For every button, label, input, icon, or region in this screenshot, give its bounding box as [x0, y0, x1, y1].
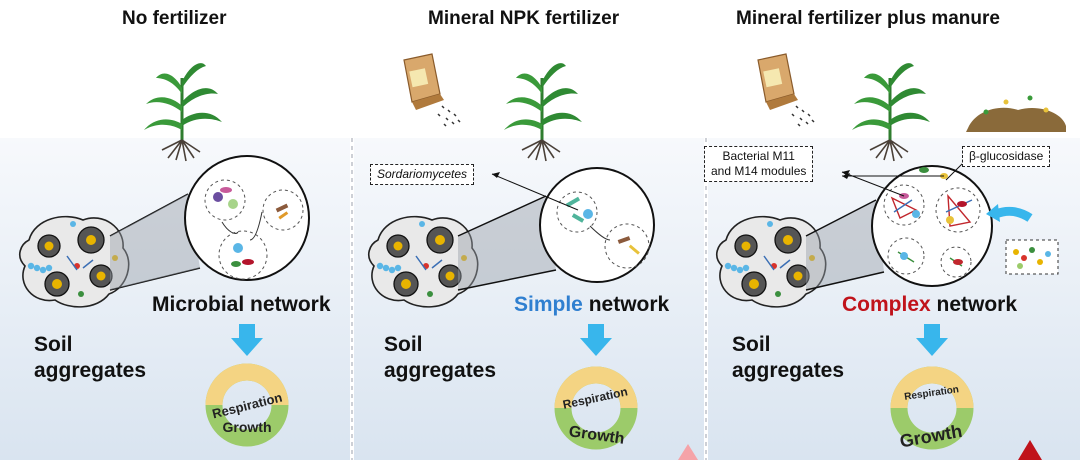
bacterial-modules-callout: Bacterial M11 and M14 modules: [704, 146, 814, 182]
network-label: Microbial network: [152, 293, 331, 317]
callout-line: and M14 modules: [711, 164, 807, 178]
network-suffix: Microbial network: [152, 293, 331, 316]
growth-label: Growth: [223, 419, 272, 435]
soil-aggregates-label: Soil aggregates: [732, 332, 844, 384]
soil-line: Soil: [732, 333, 771, 356]
panel-title: Mineral NPK fertilizer: [428, 8, 620, 29]
network-prefix: Complex: [842, 293, 931, 316]
network-suffix: network: [582, 293, 670, 316]
callout-line: Bacterial M11: [722, 149, 795, 163]
sordariomycetes-callout: Sordariomycetes: [370, 164, 475, 185]
glucosidase-callout: β-glucosidase: [962, 146, 1051, 167]
soil-line: aggregates: [384, 359, 497, 382]
soil-aggregates-label: Soil aggregates: [34, 332, 146, 384]
soil-line: aggregates: [732, 359, 845, 382]
soil-line: Soil: [384, 333, 423, 356]
panel-title: No fertilizer: [122, 8, 227, 29]
soil-aggregates-label: Soil aggregates: [384, 332, 496, 384]
network-suffix: network: [930, 293, 1018, 316]
panel-title: Mineral fertilizer plus manure: [736, 8, 1000, 29]
soil-line: Soil: [34, 333, 73, 356]
network-prefix: Simple: [514, 293, 583, 316]
network-label: Simple network: [514, 293, 669, 317]
soil-line: aggregates: [34, 359, 147, 382]
network-label: Complex network: [842, 293, 1017, 317]
